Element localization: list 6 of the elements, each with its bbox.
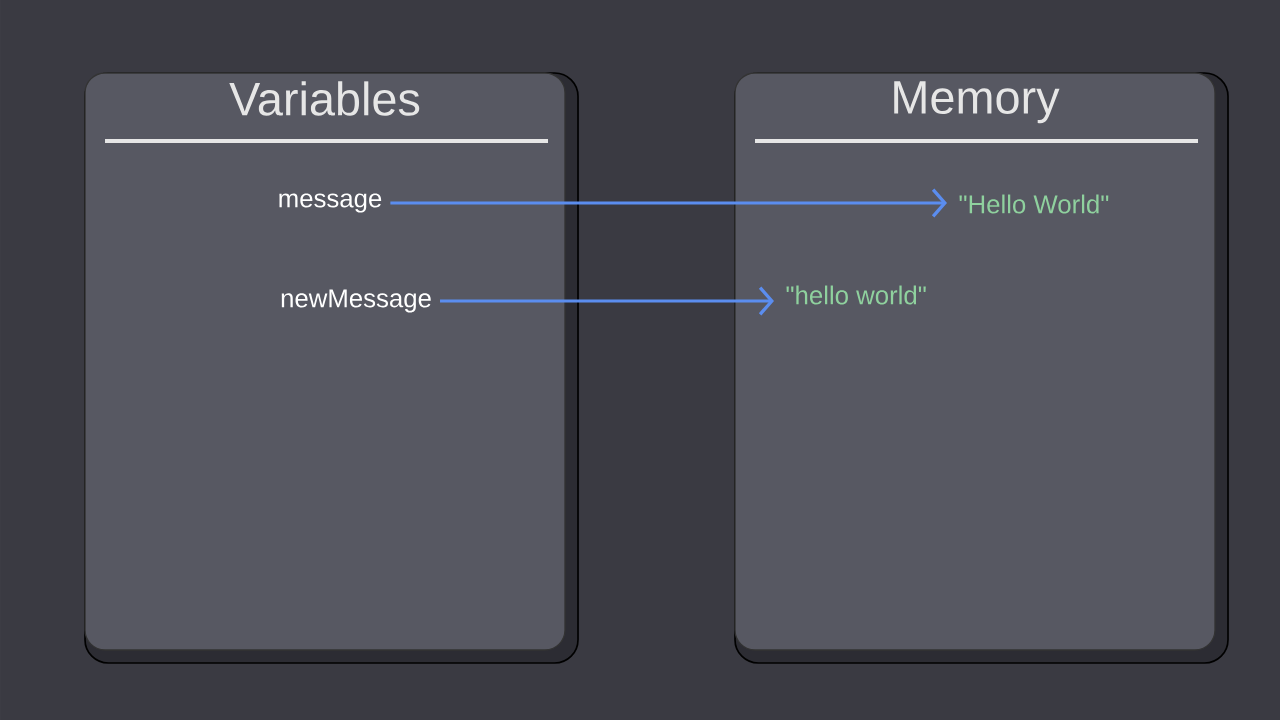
string-value: "hello world"	[786, 285, 926, 305]
variable-name: newMessage	[281, 289, 431, 313]
string-value: "Hello World"	[959, 194, 1109, 214]
arrow	[390, 188, 947, 218]
arrow	[440, 286, 774, 316]
variable-name: message	[279, 193, 382, 213]
